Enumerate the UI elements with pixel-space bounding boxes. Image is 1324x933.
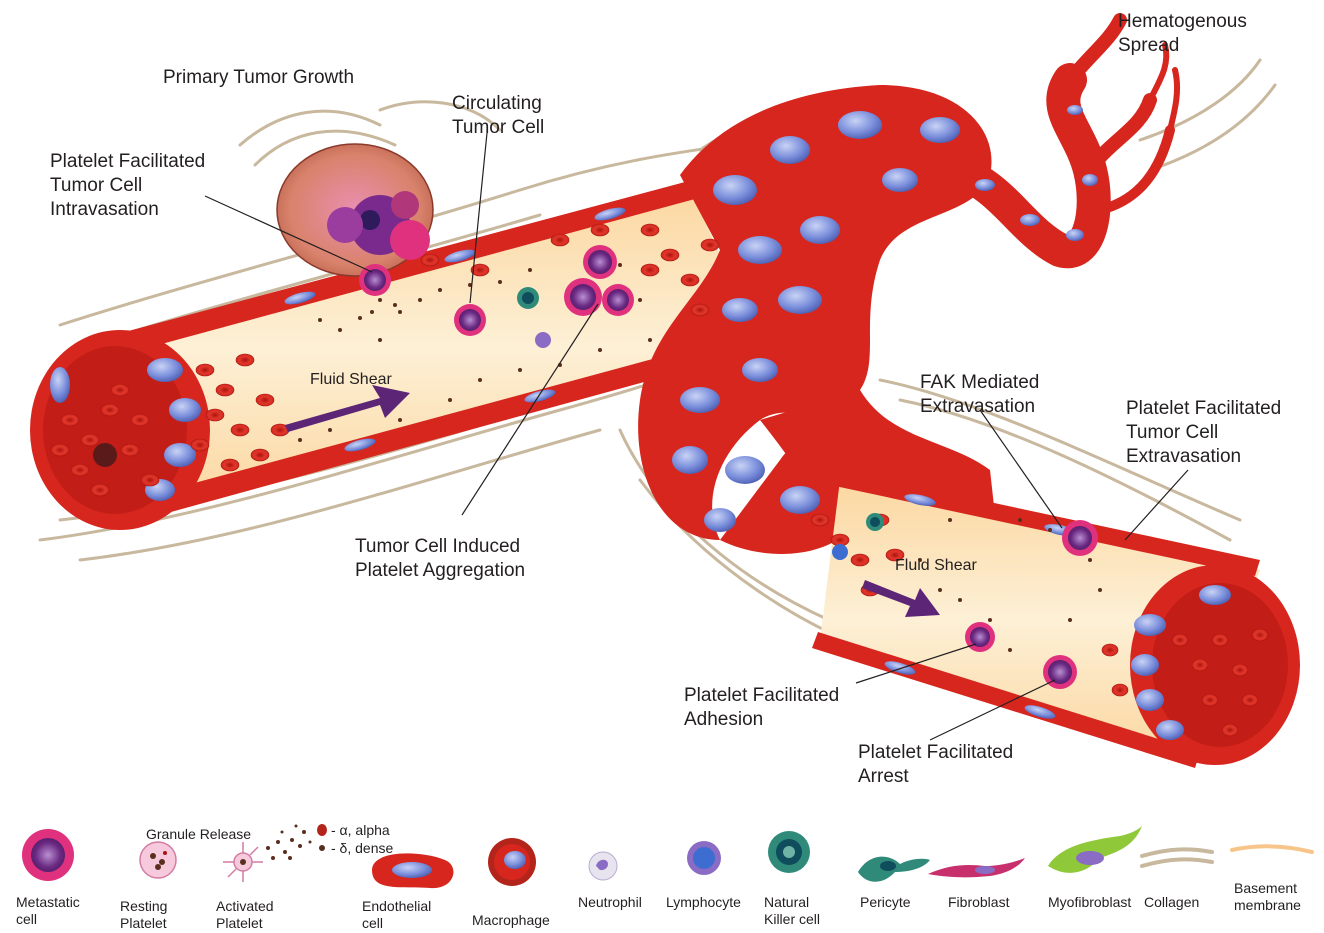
- legend-neutrophil: Neutrophil: [578, 894, 642, 911]
- label-hematogenous-spread: Hematogenous Spread: [1118, 10, 1247, 58]
- primary-tumor: [277, 144, 433, 276]
- natural-killer-cell-icon: [768, 831, 810, 873]
- neutrophil-icon: [589, 852, 617, 880]
- legend-fibroblast: Fibroblast: [948, 894, 1009, 911]
- pericyte-icon: [858, 857, 930, 882]
- lymphocyte-icon: [687, 841, 721, 875]
- legend-alpha: - α, alpha: [331, 822, 390, 839]
- label-fluid-shear-left: Fluid Shear: [310, 368, 392, 392]
- macrophage-icon: [488, 838, 536, 886]
- legend-macrophage: Macrophage: [472, 912, 550, 929]
- basement-membrane-icon: [1232, 846, 1312, 852]
- legend-endothelial-cell: Endothelial cell: [362, 898, 431, 932]
- legend-lymphocyte: Lymphocyte: [666, 894, 741, 911]
- alpha-granule-icon: [317, 824, 327, 836]
- label-intravasation: Platelet Facilitated Tumor Cell Intravas…: [50, 150, 205, 222]
- activated-platelet-icon: [223, 842, 263, 882]
- granule-release-icon: [266, 825, 312, 861]
- metastatic-cell-icon: [22, 829, 74, 881]
- legend-activated-platelet: Activated Platelet: [216, 898, 274, 932]
- legend-collagen: Collagen: [1144, 894, 1199, 911]
- legend-metastatic-cell: Metastatic cell: [16, 894, 80, 928]
- legend-basement-membrane: Basement membrane: [1234, 880, 1301, 914]
- label-circulating-tumor-cell: Circulating Tumor Cell: [452, 92, 544, 140]
- resting-platelet-icon: [140, 842, 176, 878]
- legend-dense: - δ, dense: [331, 840, 393, 857]
- myofibroblast-icon: [1048, 826, 1142, 873]
- legend-resting-platelet: Resting Platelet: [120, 898, 167, 932]
- label-primary-tumor-growth: Primary Tumor Growth: [163, 66, 354, 90]
- endothelial-cell-icon: [372, 853, 453, 888]
- legend-natural-killer-cell: Natural Killer cell: [764, 894, 820, 928]
- legend-myofibroblast: Myofibroblast: [1048, 894, 1131, 911]
- label-platelet-aggregation: Tumor Cell Induced Platelet Aggregation: [355, 535, 525, 583]
- label-platelet-adhesion: Platelet Facilitated Adhesion: [684, 684, 839, 732]
- label-fluid-shear-right: Fluid Shear: [895, 554, 977, 578]
- label-fak-extravasation: FAK Mediated Extravasation: [920, 371, 1039, 419]
- fibroblast-icon: [928, 858, 1025, 877]
- label-platelet-extravasation: Platelet Facilitated Tumor Cell Extravas…: [1126, 397, 1281, 469]
- legend-pericyte: Pericyte: [860, 894, 911, 911]
- collagen-icon: [1142, 849, 1212, 866]
- dense-granule-icon: [319, 845, 325, 851]
- label-platelet-arrest: Platelet Facilitated Arrest: [858, 741, 1013, 789]
- legend-granule-release: Granule Release: [146, 826, 251, 843]
